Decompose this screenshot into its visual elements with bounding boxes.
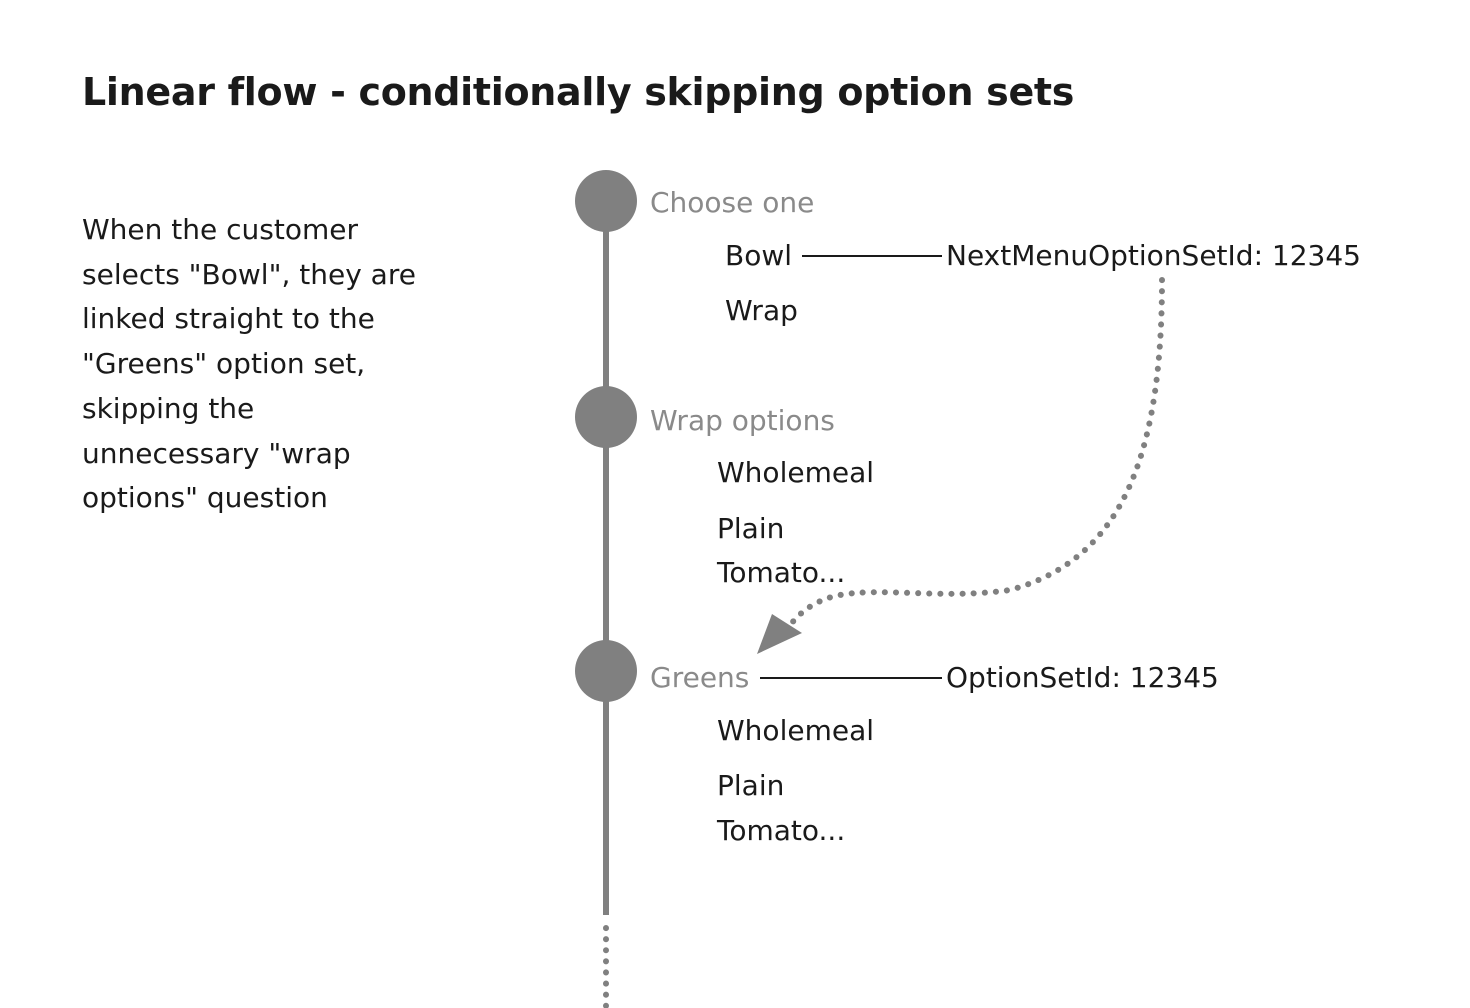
description-line: When the customer: [82, 213, 359, 246]
step-node-choose-one: [575, 170, 637, 232]
description-line: "Greens" option set,: [82, 347, 366, 381]
description-line: unnecessary "wrap: [82, 436, 351, 470]
option-set-id-annotation: OptionSetId: 12345: [946, 661, 1219, 694]
option-wholemeal: Wholemeal: [717, 714, 875, 747]
description-line: skipping the: [82, 391, 255, 425]
option-tomato: Tomato...: [717, 814, 846, 847]
step-label-wrap-options: Wrap options: [650, 404, 835, 437]
diagram-title: Linear flow - conditionally skipping opt…: [82, 70, 1075, 114]
option-plain: Plain: [717, 769, 785, 802]
step-label-choose-one: Choose one: [650, 186, 815, 219]
skip-arrowhead: [757, 614, 802, 654]
description-line: selects "Bowl", they are: [82, 257, 416, 291]
description-line: options" question: [82, 481, 328, 515]
option-plain: Plain: [717, 512, 785, 545]
step-label-greens: Greens: [650, 661, 750, 694]
option-wholemeal: Wholemeal: [717, 456, 875, 489]
description-text: When the customer selects "Bowl", they a…: [82, 208, 442, 521]
step-node-wrap-options: [575, 386, 637, 448]
option-tomato: Tomato...: [717, 556, 846, 589]
option-bowl: Bowl: [725, 239, 793, 272]
option-wrap: Wrap: [725, 294, 798, 327]
step-node-greens: [575, 640, 637, 702]
skip-arrow-dotted: [785, 277, 1165, 631]
next-menu-option-set-id-annotation: NextMenuOptionSetId: 12345: [946, 239, 1361, 272]
description-line: linked straight to the: [82, 302, 375, 336]
